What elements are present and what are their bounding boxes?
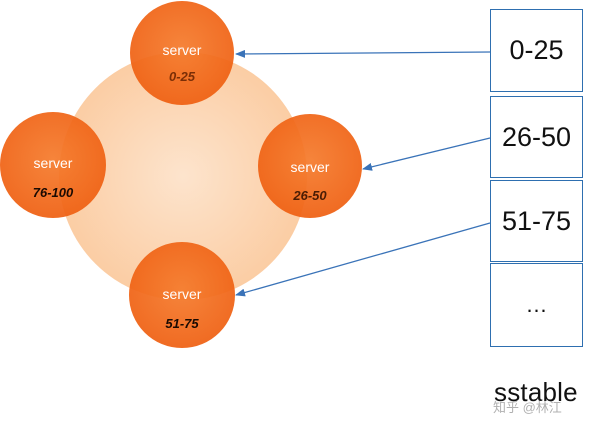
server-range-label: 76-100 <box>33 185 74 200</box>
arrow-51-75 <box>235 222 491 297</box>
sstable-range-51-75: 51-75 <box>490 180 583 262</box>
server-label: server <box>291 159 330 175</box>
hash-ring <box>59 52 307 300</box>
server-range-label: 0-25 <box>169 69 196 84</box>
sstable-caption: sstable <box>494 377 578 407</box>
server-label: server <box>163 42 202 58</box>
server-range-label: 26-50 <box>292 188 327 203</box>
server-range-label: 51-75 <box>165 316 199 331</box>
server-node-76-100: server 76-100 <box>0 112 106 218</box>
arrow-26-50 <box>362 137 491 171</box>
server-label: server <box>163 286 202 302</box>
sstable-range-26-50: 26-50 <box>490 96 583 178</box>
watermark: 知乎 @林江 <box>493 400 562 415</box>
sstable-range-0-25: 0-25 <box>490 9 583 92</box>
server-node-0-25: server 0-25 <box>130 1 234 105</box>
sstable-range-ellipsis: … <box>490 263 583 347</box>
server-node-26-50: server 26-50 <box>258 114 362 218</box>
arrow-0-25 <box>235 49 491 58</box>
server-node-51-75: server 51-75 <box>129 242 235 348</box>
server-label: server <box>34 155 73 171</box>
